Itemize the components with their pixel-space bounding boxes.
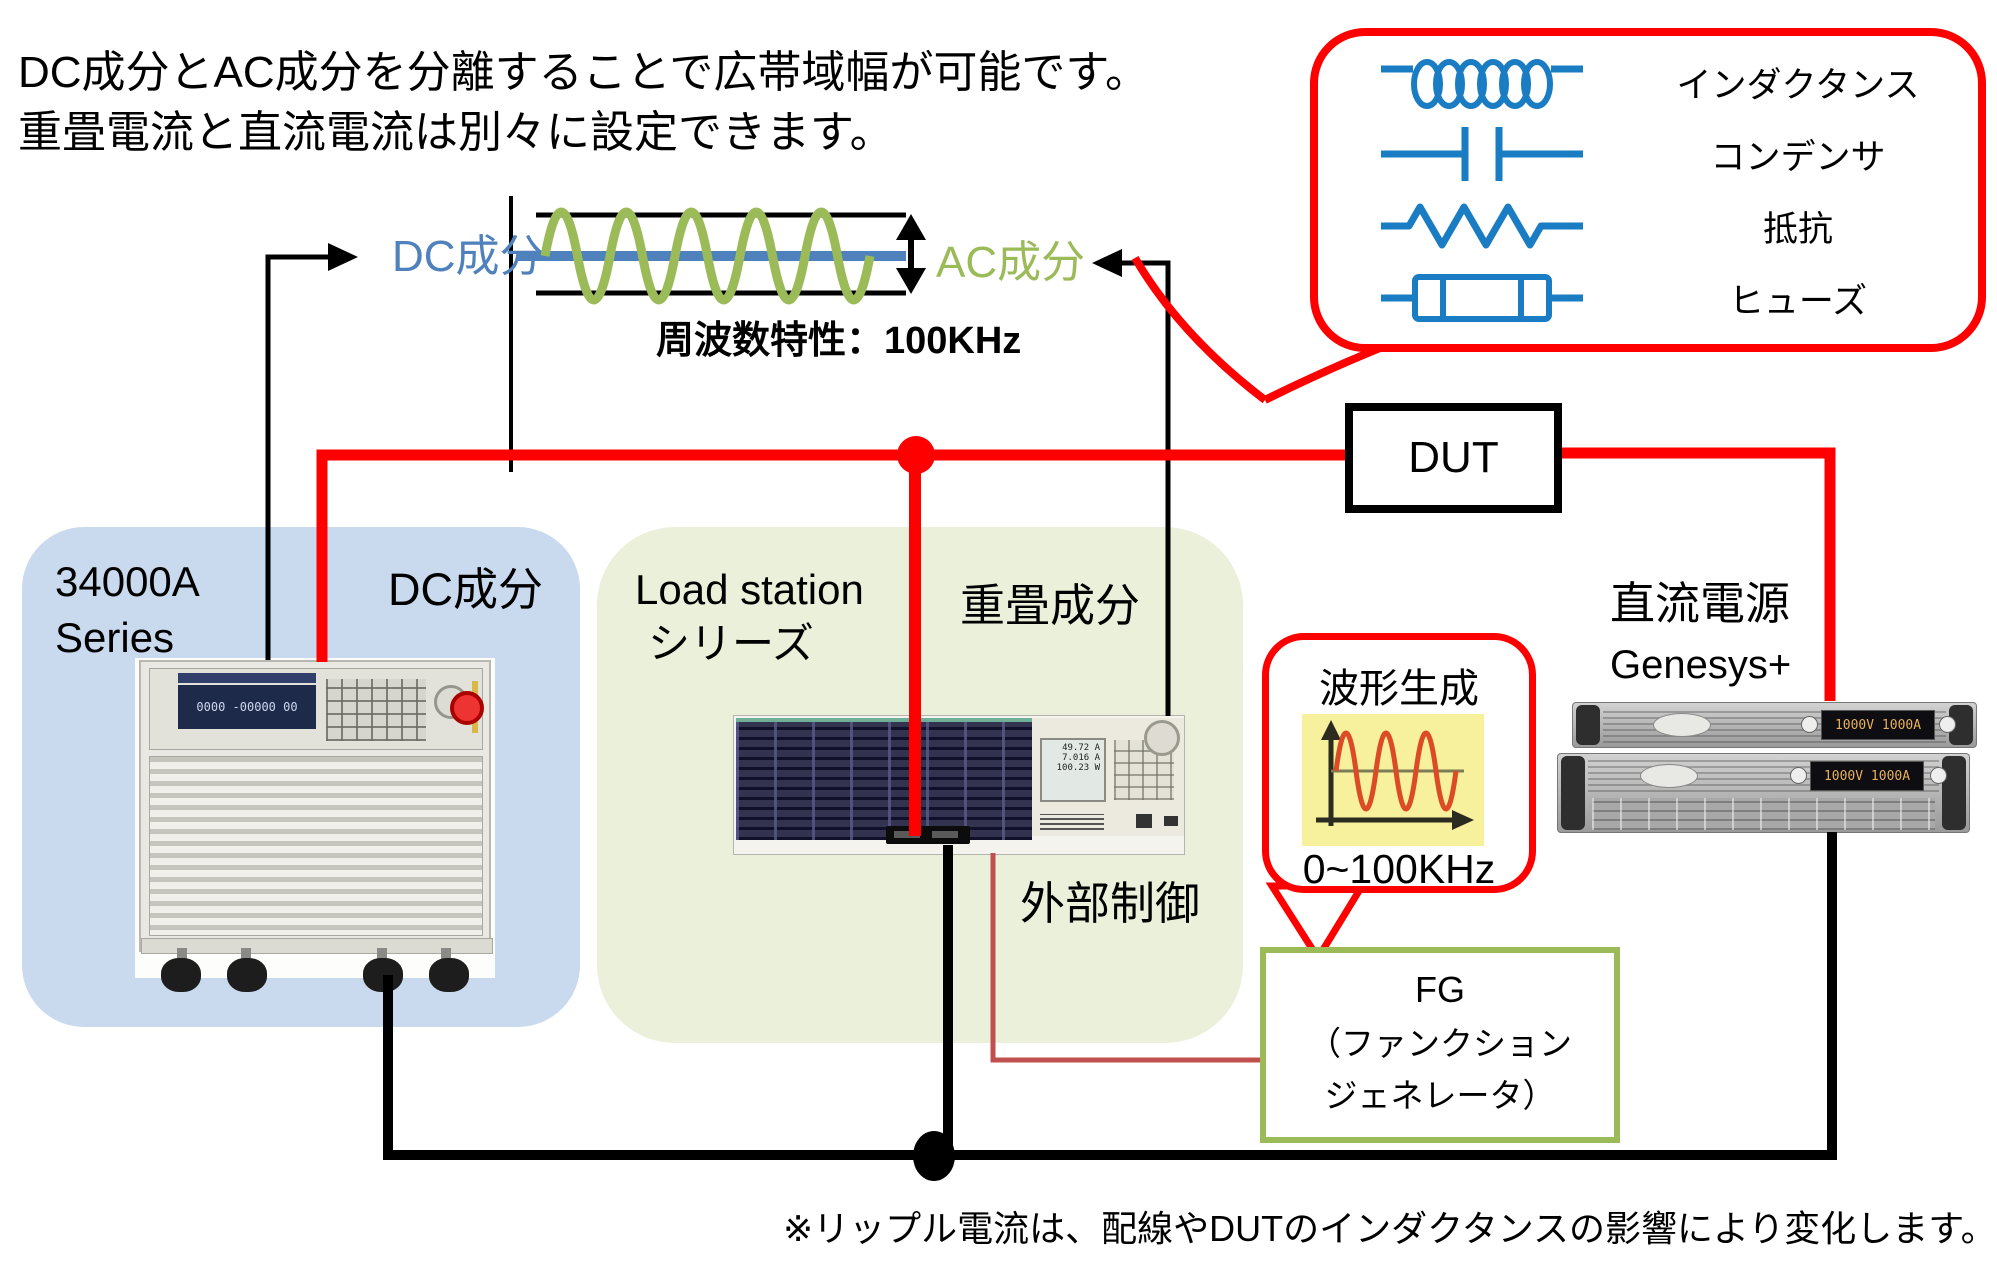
34000a-body: 0000 -00000 00 xyxy=(139,660,493,954)
legend-label-capacitor: コンデンサ xyxy=(1710,137,1886,177)
load-station-knob xyxy=(1144,720,1180,756)
fuse-symbol-icon xyxy=(1332,269,1632,327)
legend-row-capacitor: コンデンサ xyxy=(1332,118,1964,190)
34000a-instrument-image: 0000 -00000 00 xyxy=(135,658,495,992)
ac-arrow-line xyxy=(1118,260,1171,716)
wavegen-x-arrow-icon xyxy=(1452,810,1474,830)
dut-box: DUT xyxy=(1345,403,1562,513)
caster-stem xyxy=(377,948,387,962)
dut-label: DUT xyxy=(1408,433,1499,482)
load-station-display: 49.72 A 7.016 A 100.23 W xyxy=(1040,738,1106,802)
dc-arrow-head-icon xyxy=(328,243,358,271)
genesys-psu-2u-image: 1000V 1000A xyxy=(1557,753,1970,833)
psu-display: 1000V 1000A xyxy=(1821,710,1935,740)
34000a-keypad xyxy=(326,679,426,741)
caster-wheel xyxy=(429,958,469,992)
dc-component-wave-label: DC成分 xyxy=(392,232,544,281)
psu-display: 1000V 1000A xyxy=(1810,761,1924,791)
resistor-symbol-icon xyxy=(1332,198,1632,254)
load-display-line3: 100.23 W xyxy=(1056,763,1100,773)
fg-label: FG xyxy=(1415,969,1465,1010)
ac-component-wave-label: AC成分 xyxy=(936,238,1086,287)
load-station-grille xyxy=(736,718,1032,840)
header-line1: DC成分とAC成分を分離することで広帯域幅が可能です。 xyxy=(18,48,1149,97)
34000a-display: 0000 -00000 00 xyxy=(178,685,316,729)
legend-bubble-tail-left xyxy=(1131,255,1268,404)
wavegen-title: 波形生成 xyxy=(1319,667,1479,711)
dc-source-title-line1: 34000A xyxy=(55,558,200,605)
wavegen-range-label: 0~100KHz xyxy=(1302,846,1496,892)
genesys-subtitle: Genesys+ xyxy=(1610,643,1792,687)
fg-box: FG （ファンクション ジェネレータ） xyxy=(1260,947,1620,1143)
load-station-vents xyxy=(1040,814,1104,830)
legend-row-fuse: ヒューズ xyxy=(1332,262,1964,334)
load-station-title-line2: シリーズ xyxy=(648,620,814,667)
black-return-wire xyxy=(383,832,1837,1160)
psu-handle-right xyxy=(1942,756,1966,830)
ac-amplitude-arrow-down-icon xyxy=(896,268,926,294)
inductor-symbol-icon xyxy=(1332,51,1632,113)
frequency-label: 周波数特性：100KHz xyxy=(656,320,1022,362)
ac-sine-wave xyxy=(540,207,875,305)
psu-logo xyxy=(1640,764,1698,788)
34000a-front-panel: 0000 -00000 00 xyxy=(149,668,484,750)
34000a-grille xyxy=(149,756,483,936)
dc-arrow-line xyxy=(265,254,332,660)
psu-knob xyxy=(1790,767,1807,784)
load-station-usb-port xyxy=(1136,814,1152,828)
wavegen-sine xyxy=(1333,730,1459,812)
capacitor-symbol-icon xyxy=(1332,123,1632,185)
external-control-wire xyxy=(990,853,1262,1063)
legend-row-resistor: 抵抗 xyxy=(1332,190,1964,262)
psu-knob xyxy=(1930,767,1947,784)
34000a-base xyxy=(141,938,493,954)
load-station-title-line1: Load station xyxy=(635,566,864,613)
dc-source-title-line2: Series xyxy=(55,614,175,661)
34000a-emergency-stop-button xyxy=(450,691,484,725)
genesys-red-wire xyxy=(1558,447,1836,701)
34000a-brand-strip xyxy=(178,673,316,683)
load-display-line2: 7.016 A xyxy=(1062,753,1100,763)
fg-sub-line2: ジェネレータ） xyxy=(1324,1077,1556,1114)
footnote: ※リップル電流は、配線やDUTのインダクタンスの影響により変化します。 xyxy=(783,1208,1997,1249)
load-display-line1: 49.72 A xyxy=(1062,743,1100,753)
load-station-connector xyxy=(886,826,970,844)
psu-knob xyxy=(1939,716,1956,733)
psu-handle-left xyxy=(1576,705,1600,745)
legend-label-resistor: 抵抗 xyxy=(1762,209,1833,249)
psu-logo xyxy=(1653,713,1711,737)
psu-handle-left xyxy=(1561,756,1585,830)
header-line2: 重畳電流と直流電流は別々に設定できます。 xyxy=(18,108,894,157)
fg-sub-line1: （ファンクション xyxy=(1308,1025,1572,1062)
psu-lower-grille xyxy=(1592,798,1935,830)
superimposed-component-label: 重畳成分 xyxy=(960,580,1141,631)
wavegen-chart-image xyxy=(1302,714,1484,846)
ac-arrow-head-icon xyxy=(1092,249,1122,277)
legend-row-inductor: インダクタンス xyxy=(1332,46,1964,118)
caster-stem xyxy=(177,948,187,962)
legend-label-fuse: ヒューズ xyxy=(1728,281,1868,321)
genesys-psu-1u-image: 1000V 1000A xyxy=(1572,702,1977,748)
caster-wheel xyxy=(161,958,201,992)
wavegen-y-arrow-icon xyxy=(1321,720,1341,740)
load-station-switch xyxy=(1164,816,1178,826)
dc-component-box-label: DC成分 xyxy=(388,564,543,615)
caster-stem xyxy=(241,948,251,962)
connector-slot xyxy=(932,831,958,838)
psu-knob xyxy=(1801,716,1818,733)
load-station-panel: 49.72 A 7.016 A 100.23 W xyxy=(1032,718,1184,836)
black-junction-dot xyxy=(913,1131,955,1181)
dc-red-wire xyxy=(316,449,1349,662)
red-junction-dot xyxy=(897,436,935,474)
legend-label-inductor: インダクタンス xyxy=(1676,65,1920,105)
ac-amplitude-arrow-up-icon xyxy=(896,214,926,240)
external-control-label: 外部制御 xyxy=(1020,878,1201,929)
wavegen-bubble: 波形生成 0~100KHz xyxy=(1262,633,1536,893)
caster-wheel xyxy=(227,958,267,992)
component-legend-bubble: インダクタンス コンデンサ 抵抗 xyxy=(1310,28,1986,352)
connector-slot xyxy=(894,831,920,838)
dc-power-title: 直流電源 xyxy=(1610,578,1791,629)
caster-stem xyxy=(441,948,451,962)
